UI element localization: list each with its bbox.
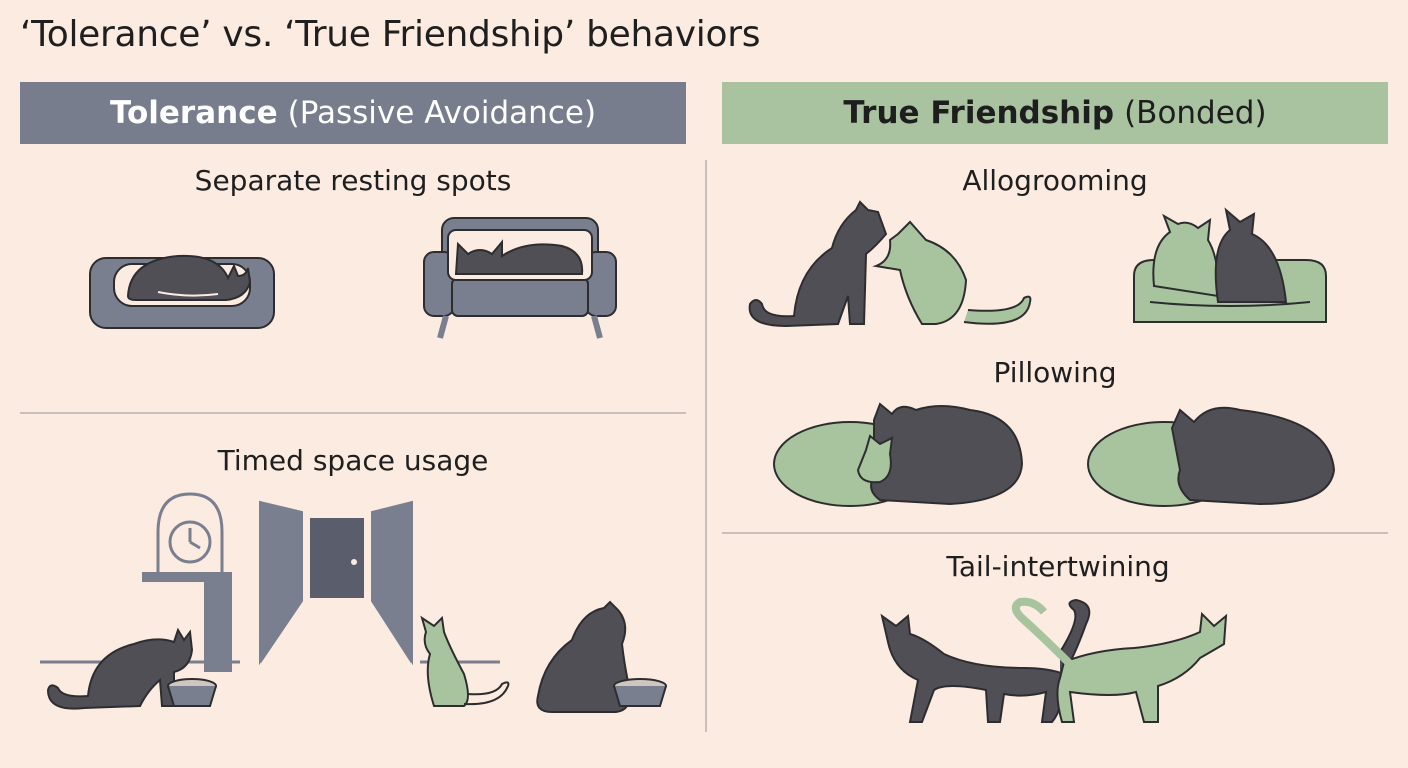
cat-in-bed-icon [89, 254, 275, 329]
section-label-timed-space: Timed space usage [217, 444, 489, 477]
grooming-cats-icon [748, 200, 1032, 328]
section-label-pillowing: Pillowing [993, 356, 1117, 389]
tolerance-section-divider [20, 412, 686, 414]
tolerance-header-rest: (Passive Avoidance) [287, 95, 597, 131]
page-title: ‘Tolerance’ vs. ‘True Friendship’ behavi… [20, 14, 761, 55]
friendship-header-rest: (Bonded) [1124, 95, 1267, 131]
tolerance-header: Tolerance (Passive Avoidance) [20, 82, 686, 144]
food-bowl-icon [167, 678, 217, 707]
walking-cats-icon [880, 597, 1228, 723]
cats-in-bed-icon [1133, 207, 1327, 323]
food-bowl-right-icon [613, 678, 667, 707]
friendship-header-bold: True Friendship [843, 95, 1115, 131]
section-label-separate-resting: Separate resting spots [194, 164, 512, 197]
friendship-section-divider [722, 532, 1388, 534]
section-label-tail-intertwining: Tail-intertwining [946, 550, 1170, 583]
clock-icon [142, 492, 232, 672]
pillowing-cats-icon [773, 402, 1336, 507]
friendship-header: True Friendship (Bonded) [722, 82, 1388, 144]
section-label-allogrooming: Allogrooming [962, 164, 1148, 197]
cat-on-sofa-icon [423, 217, 617, 339]
green-cat-sitting-icon [420, 615, 510, 707]
column-divider [705, 160, 707, 732]
tolerance-header-bold: Tolerance [109, 95, 278, 131]
